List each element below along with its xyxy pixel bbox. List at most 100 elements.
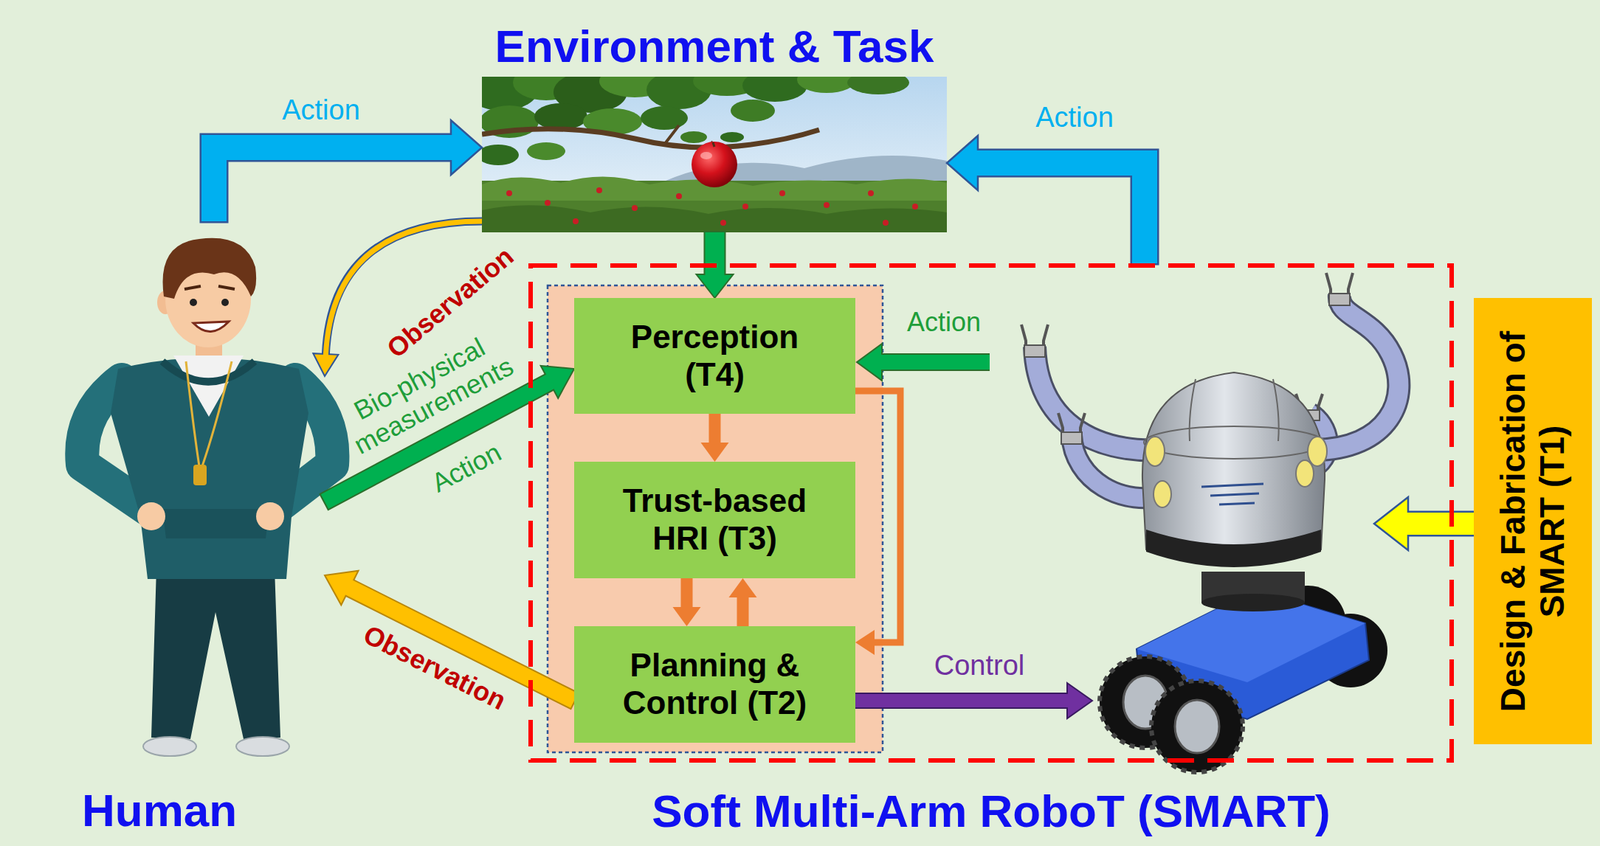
orchard-photo-part [797, 76, 857, 93]
heading: Environment & Task [495, 19, 935, 73]
module-panel [547, 285, 883, 753]
robot-action-arrow [856, 343, 990, 381]
human-figure-part [193, 464, 207, 486]
orchard-photo-part [526, 142, 566, 161]
human-figure-part [151, 568, 281, 740]
human-figure [81, 238, 333, 757]
system-region: Soft Multi-Arm RoboT (SMART)Perception (… [528, 263, 1454, 764]
orchard-photo-part [912, 203, 919, 210]
orchard-photo-part [720, 132, 744, 143]
arrow-head [1374, 497, 1409, 551]
arrow-shaft [709, 414, 722, 444]
arrow-shaft [214, 147, 454, 222]
orchard-photo-part [596, 187, 603, 194]
arrow-head [729, 578, 758, 598]
human-figure-part [163, 238, 257, 299]
process-box: Perception (T4) [574, 298, 856, 415]
orchard-photo-part [730, 99, 775, 122]
orchard-photo-part [691, 141, 738, 188]
human-figure-part [137, 502, 166, 531]
robot-figure-part [1143, 426, 1324, 460]
box-label: Planning & Control (T2) [608, 647, 823, 722]
orchard-photo-part [640, 106, 688, 130]
arrow-head [450, 120, 482, 175]
flow-arrow [214, 120, 482, 224]
arrow-shaft [705, 232, 725, 277]
robot-figure-part [1313, 295, 1399, 451]
orchard-photo-part [481, 144, 519, 166]
robot-figure-part [1313, 295, 1399, 451]
orchard-photo-part [712, 142, 715, 147]
robot-figure-part [1145, 436, 1165, 467]
orchard-photo-part [506, 190, 513, 197]
robot-figure-part [1174, 700, 1220, 754]
human-figure-part [185, 361, 232, 467]
box-label: Design & Fabrication of SMART (T1) [1493, 322, 1572, 722]
task-box: Design & Fabrication of SMART (T1) [1473, 298, 1592, 745]
robot-action-arrow-part [856, 343, 882, 381]
arrow-head [312, 353, 339, 377]
robot-action-arrow-part [879, 354, 990, 370]
orchard-photo [481, 76, 947, 233]
orchard-photo-part [720, 219, 727, 226]
orchard-photo-part [676, 193, 682, 200]
robot-figure-part [1061, 432, 1082, 445]
control-arrow-part [1067, 683, 1093, 719]
note-label: Action [907, 307, 981, 338]
flow-arrow [855, 391, 901, 656]
human-figure-part [256, 502, 285, 531]
arrow-shaft [975, 163, 1146, 264]
arrow-head [701, 442, 730, 462]
robot-figure-part [1024, 345, 1046, 358]
arrow-outline [977, 163, 1145, 266]
dashed-outline-rect [530, 265, 1452, 761]
edge-label: Action [1035, 101, 1114, 135]
orchard-photo-part [680, 131, 708, 144]
edge-label: Action [281, 94, 361, 127]
robot-figure-part [1142, 372, 1325, 565]
orchard-photo-part [544, 200, 551, 206]
human-figure-part [193, 321, 229, 333]
box-label: Trust-based HRI (T3) [608, 482, 823, 558]
flow-arrow [729, 578, 758, 627]
orchard-photo-part [779, 190, 786, 197]
control-arrow-part [855, 694, 1070, 708]
human-figure-part [184, 286, 235, 290]
arrow-head [946, 135, 978, 191]
arrow-shaft [855, 391, 901, 643]
flow-arrow [1374, 497, 1477, 551]
arrow-shaft [737, 597, 750, 627]
arrow-head [673, 607, 702, 627]
human-figure-part [162, 509, 270, 539]
arrow-head [696, 274, 734, 299]
flow-arrow [946, 135, 1145, 266]
robot-figure [1021, 273, 1399, 773]
robot-figure-part [1034, 346, 1163, 451]
flow-arrow [701, 414, 730, 462]
heading: Human [81, 784, 237, 837]
orchard-photo-part [631, 205, 638, 212]
control-arrow [855, 683, 1093, 719]
human-figure-part [143, 737, 197, 757]
human-figure-part [189, 298, 198, 307]
orchard-photo-part [534, 103, 588, 130]
robot-figure-part [1307, 436, 1327, 467]
human-figure-part [236, 737, 290, 757]
orchard-photo-part [481, 129, 820, 148]
human-figure-part [173, 355, 244, 417]
scene-box: Environment & Task [481, 76, 947, 233]
orchard-photo-part [847, 76, 910, 95]
human-figure-part [221, 298, 229, 307]
process-box: Planning & Control (T2) [574, 626, 856, 744]
orchard-photo-part [823, 202, 830, 209]
process-box: Trust-based HRI (T3) [574, 461, 856, 579]
robot-figure-part [1153, 481, 1172, 508]
orchard-photo-part [572, 218, 579, 225]
human-figure-part [162, 361, 255, 383]
orchard-photo-part [867, 190, 874, 197]
note-label: Control [934, 650, 1026, 683]
robot-figure-part [1146, 529, 1322, 568]
robot-figure-part [1034, 346, 1163, 451]
robot-figure-part [1189, 379, 1279, 442]
orchard-photo-part [481, 205, 947, 233]
